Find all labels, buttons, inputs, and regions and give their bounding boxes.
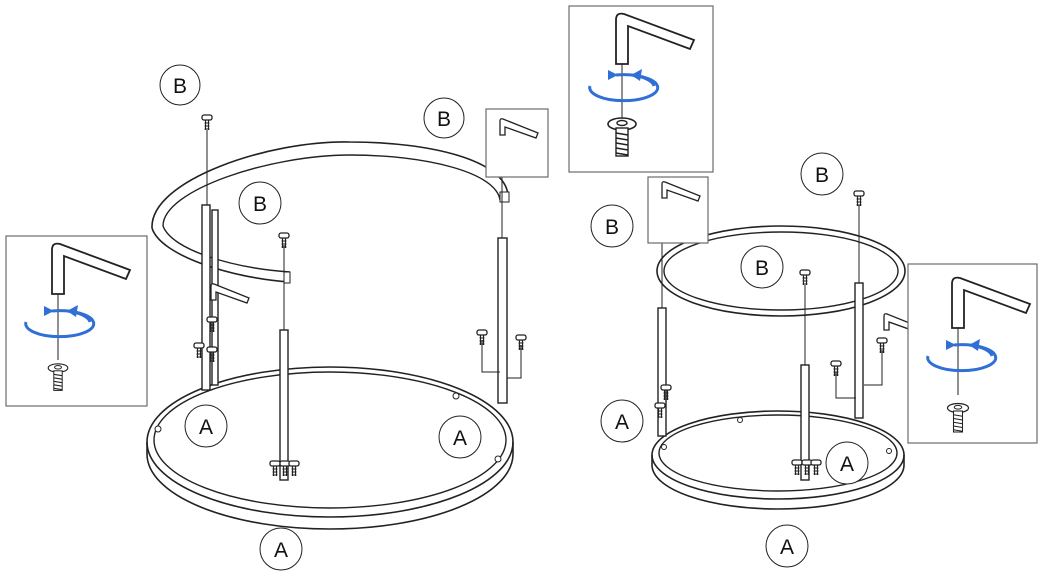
left-bottom-ring [146, 366, 514, 530]
svg-text:A: A [199, 416, 213, 439]
callout-a: A [825, 441, 869, 485]
callout-a: A [600, 399, 644, 443]
screw-icon [799, 269, 811, 286]
svg-text:B: B [437, 108, 451, 131]
callout-b: B [800, 152, 844, 196]
screw-icon [269, 460, 281, 477]
svg-text:A: A [840, 453, 854, 476]
callout-b: B [590, 204, 634, 248]
callout-b: B [423, 97, 465, 139]
callout-b: B [159, 64, 201, 106]
screw-icon [853, 190, 865, 207]
callout-a: A [259, 527, 303, 571]
svg-text:A: A [615, 411, 629, 434]
svg-text:A: A [453, 427, 467, 450]
svg-text:B: B [815, 164, 829, 187]
right-assembly: B B B A A A [568, 5, 1038, 568]
svg-text:B: B [173, 75, 187, 98]
left-tool-inset [5, 235, 148, 407]
callout-a: A [438, 415, 482, 459]
screw-icon [810, 459, 822, 476]
callout-b: B [238, 181, 282, 225]
screw-icon [288, 460, 300, 477]
callout-a: A [765, 524, 809, 568]
svg-text:A: A [274, 539, 288, 562]
screw-icon [201, 114, 213, 131]
right-tool-inset [907, 263, 1038, 444]
right-bottom-ring [651, 410, 905, 510]
svg-text:B: B [605, 216, 619, 239]
left-assembly: B B B A A A [5, 64, 549, 571]
callout-b: B [740, 245, 784, 289]
right-top-ring [656, 225, 906, 317]
svg-text:A: A [780, 536, 794, 559]
right-top-inset [568, 5, 714, 173]
svg-text:B: B [253, 193, 267, 216]
left-key-inset [485, 108, 549, 178]
callout-a: A [184, 404, 228, 448]
right-key-inset [647, 176, 709, 244]
svg-text:B: B [755, 257, 769, 280]
